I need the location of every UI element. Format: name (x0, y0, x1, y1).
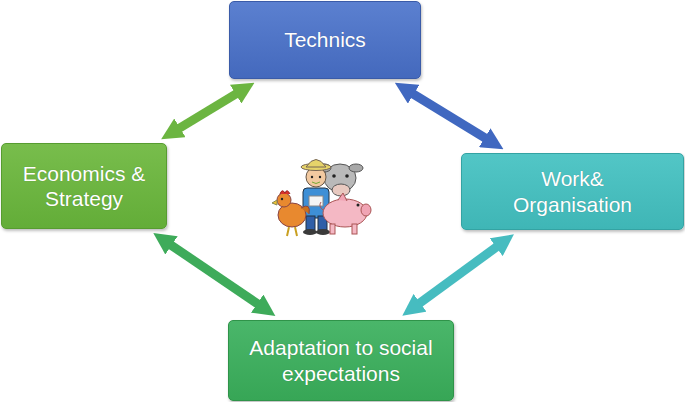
double-arrow (418, 246, 498, 304)
process-box: Adaptation to social expectations (228, 320, 454, 401)
box-label: Work& Organisation (498, 166, 648, 216)
box-label: Economics & Strategy (12, 161, 157, 211)
box-label: Adaptation to social expectations (243, 335, 439, 385)
double-arrow (170, 244, 259, 305)
farmer-and-animals (272, 160, 371, 237)
process-box: Work& Organisation (461, 153, 684, 230)
double-arrow (178, 93, 237, 129)
process-box: Economics & Strategy (1, 143, 167, 229)
process-box: Technics (229, 1, 421, 79)
double-arrow (412, 93, 487, 139)
box-label: Technics (284, 27, 366, 52)
